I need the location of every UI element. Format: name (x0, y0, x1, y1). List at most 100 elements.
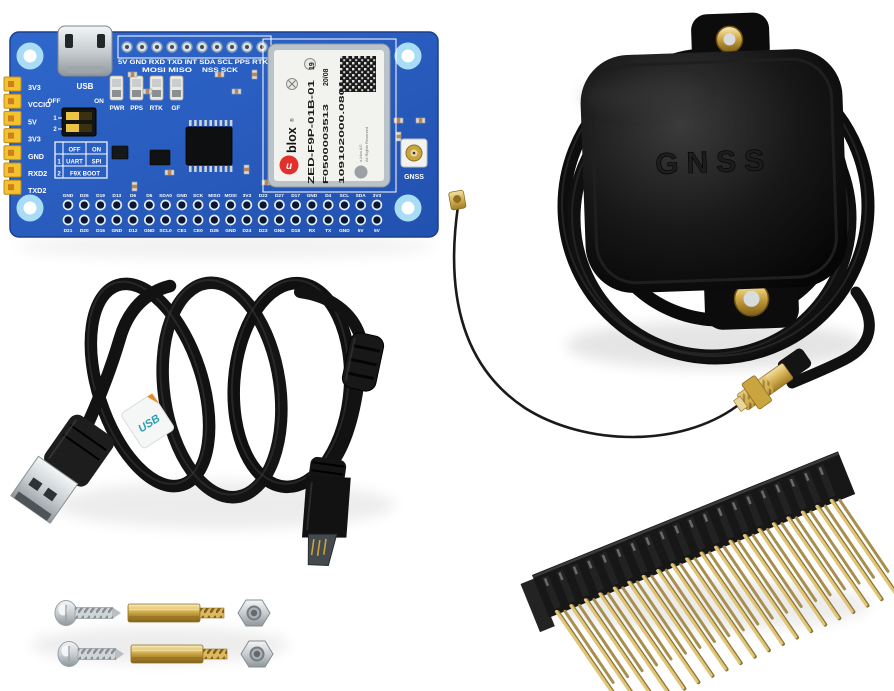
mount-hole (394, 42, 422, 70)
gpio-bottom-label-9: D25 (210, 228, 219, 234)
smd-passive-body (418, 118, 423, 123)
gpio-hole (78, 199, 90, 211)
ic-pins (189, 120, 233, 172)
cert-mark-icon (304, 58, 316, 70)
yellow-header-pin (8, 132, 14, 139)
ic-pin (219, 120, 223, 126)
label-orange-mark (147, 393, 159, 404)
ic-pin (229, 166, 233, 172)
left-pin-label-0: 3V3 (28, 83, 41, 92)
gpio-bottom-label-10: GND (225, 228, 236, 234)
cable-strand (294, 286, 366, 342)
header-pin (786, 516, 854, 613)
gpio-top-label-1: D26 (80, 193, 89, 199)
gpio-hole (127, 199, 139, 211)
gpio-hole (306, 214, 318, 226)
gps-rtk-hat-board: 5V GND RXD TXD INT SDA SCL PPS RTK MOSI … (3, 25, 439, 238)
module-serial: F0500003513 (321, 104, 330, 184)
gpio-top-label-5: D5 (146, 193, 152, 199)
main-ic (185, 126, 233, 166)
header-pin (598, 592, 671, 691)
header-contact-glint (630, 542, 636, 552)
antenna-embossed-label: GNSS (655, 144, 773, 181)
gpio-top-label-9: MISO (208, 193, 221, 199)
fastener-row-1 (54, 599, 271, 627)
gpio-hole (225, 214, 236, 226)
mode-table: OFF ON 1 UART SPI 2 F9X BOOT (54, 141, 108, 179)
dip-actuator (66, 112, 79, 120)
module-rights1: u-blox AG (358, 144, 363, 162)
usb-a-contact-slot (43, 487, 58, 502)
header-socket-slots (541, 463, 836, 610)
ic-pin (189, 120, 192, 126)
header-pin-back (693, 557, 745, 632)
module-silk-box (262, 38, 397, 193)
gpio-bottom-label-7: CE1 (177, 228, 187, 234)
header-pin (742, 534, 812, 633)
gpio-hole (95, 199, 106, 211)
smd-passive-body (396, 118, 401, 123)
top-header-holes (121, 41, 268, 53)
led-pad (152, 90, 161, 97)
gpio-top-label-15: GND (307, 193, 318, 199)
mode-row2-num: 2 (57, 172, 61, 178)
header-contact-glint (760, 490, 767, 499)
led-label-2: RTK (150, 105, 164, 112)
header-pin-back (765, 527, 818, 603)
gpio-bottom-label-16: TX (325, 228, 332, 234)
gpio-bottom-label-17: GND (339, 228, 350, 234)
status-leds (109, 75, 184, 101)
ublox-logo-u: u (286, 161, 292, 172)
gpio-bottom-label-1: D20 (80, 228, 89, 234)
top-header-hole-center (170, 45, 174, 49)
yellow-header-pin (8, 115, 14, 122)
cable-strand (77, 279, 177, 439)
gpio-top-label-19: 3V3 (373, 193, 382, 199)
header-pin (699, 551, 770, 652)
ic-pin (204, 166, 207, 172)
header-top-edge (532, 452, 840, 579)
smd-passive-body (396, 134, 401, 139)
mosi-miso-label: MOSI MISO (142, 67, 192, 74)
top-header-hole-center (125, 45, 129, 49)
header-pin (554, 609, 629, 691)
left-pin-label-4: GND (28, 152, 44, 161)
module-lot: 109102000.0801 (337, 80, 346, 184)
gpio-hole (322, 214, 334, 226)
ic-pin (194, 166, 197, 172)
header-gold-pins (554, 498, 894, 691)
gpio-bottom-label-8: CE0 (193, 228, 203, 234)
gpio-holes (62, 199, 383, 226)
header-contact-glint (789, 478, 796, 487)
ic-pin (214, 166, 218, 172)
yellow-header-pin (8, 98, 14, 105)
gpio-bottom-label-4: D12 (129, 228, 138, 234)
header-contact-glint (717, 507, 723, 517)
led-label-1: PPS (130, 105, 144, 112)
gpio-bottom-label-6: SCL0 (159, 228, 172, 234)
header-pin-back (635, 580, 687, 655)
yellow-pin-header (3, 76, 22, 195)
mount-hole (394, 194, 422, 222)
micro-usb-port (57, 25, 113, 77)
gpio-hole (176, 214, 188, 226)
micro-usb-body (301, 475, 351, 538)
gpio-hole (225, 199, 236, 211)
switch-off-label: OFF (48, 98, 61, 105)
top-header-hole-center (155, 45, 159, 49)
ferrite-bead (341, 332, 385, 392)
header-contact-glint (775, 484, 781, 493)
left-pin-label-2: 5V (28, 117, 37, 126)
header-contact-glint (601, 554, 607, 563)
left-pin-label-5: RXD2 (28, 169, 47, 178)
smd-passive-body (167, 170, 172, 175)
header-pin (656, 569, 727, 671)
gpio-hole (62, 199, 74, 211)
ic-pin (189, 166, 192, 172)
cable-sleeve-label: USB (121, 393, 175, 449)
gpio-bottom-label-11: D24 (242, 228, 251, 234)
header-pin-back (650, 574, 702, 649)
gpio-hole (290, 199, 301, 211)
